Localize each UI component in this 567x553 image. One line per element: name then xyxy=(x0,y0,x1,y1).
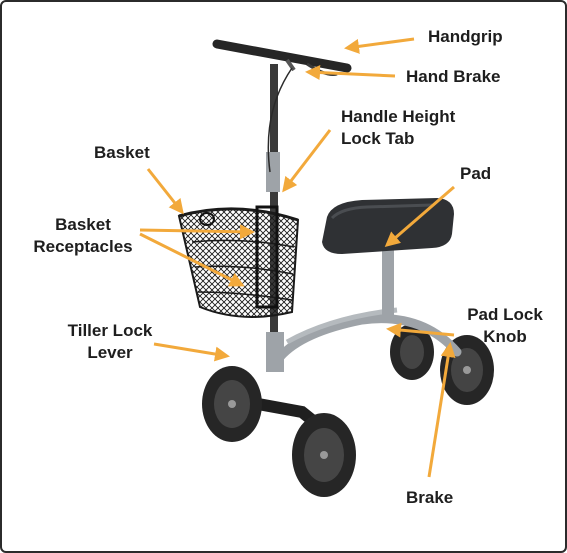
arrow-handle-height-lock-tab xyxy=(282,129,332,193)
arrow-handgrip xyxy=(344,37,415,54)
basket xyxy=(177,205,300,318)
pad-post xyxy=(382,247,394,319)
label-basket: Basket xyxy=(94,143,150,162)
rear-left-wheel xyxy=(390,324,434,380)
label-basket-receptacles: Basket Receptacles xyxy=(22,214,144,258)
front-right-wheel xyxy=(292,413,356,497)
label-pad: Pad xyxy=(460,164,492,183)
label-pad-lock-knob: Pad Lock Knob xyxy=(454,304,556,348)
arrow-tiller-lock-lever xyxy=(153,342,230,362)
label-handle-height-line2: Lock Tab xyxy=(341,129,415,148)
arrow-hand-brake xyxy=(305,65,396,81)
label-basket-receptacles-line2: Receptacles xyxy=(33,237,133,256)
knee-pad xyxy=(322,198,454,254)
arrow-basket-receptacle-upper xyxy=(139,224,255,240)
label-handle-height-lock-tab: Handle Height Lock Tab xyxy=(341,106,455,150)
arrow-basket xyxy=(146,168,184,215)
arrow-pad xyxy=(384,185,455,247)
label-handgrip: Handgrip xyxy=(428,27,503,46)
handlebar xyxy=(212,39,352,173)
label-handle-height-line1: Handle Height xyxy=(341,107,456,126)
label-brake: Brake xyxy=(406,488,454,507)
label-hand-brake: Hand Brake xyxy=(406,67,501,86)
label-basket-receptacles-line1: Basket xyxy=(55,215,111,234)
label-pad-lock-line2: Knob xyxy=(483,327,527,346)
arrow-brake xyxy=(427,342,456,478)
arrow-basket-receptacle-lower xyxy=(139,232,245,287)
label-tiller-lock-lever: Tiller Lock Lever xyxy=(52,320,168,364)
arrow-pad-lock-knob xyxy=(386,322,455,338)
front-left-wheel xyxy=(202,366,262,442)
label-tiller-lock-line2: Lever xyxy=(87,343,133,362)
label-pad-lock-line1: Pad Lock xyxy=(467,305,543,324)
label-tiller-lock-line1: Tiller Lock xyxy=(67,321,153,340)
